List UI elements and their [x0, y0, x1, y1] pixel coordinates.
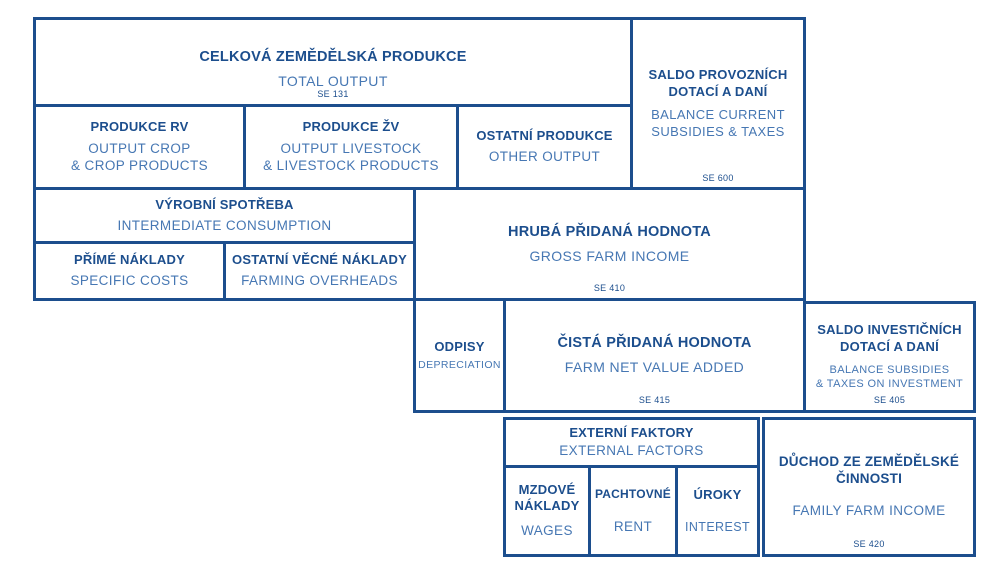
box-title: ČISTÁ PŘIDANÁ HODNOTA — [557, 335, 752, 352]
box-title: SALDO PROVOZNÍCH DOTACÍ A DANÍ — [648, 67, 788, 99]
box-subtitle: BALANCE CURRENT SUBSIDIES & TAXES — [651, 106, 785, 139]
box-depreciation: ODPISY DEPRECIATION — [413, 298, 506, 413]
box-code: SE 415 — [638, 395, 671, 405]
box-rent: PACHTOVNÉ RENT — [588, 465, 678, 557]
box-gross-farm-income: HRUBÁ PŘIDANÁ HODNOTA GROSS FARM INCOME … — [413, 187, 806, 301]
box-title: PRODUKCE ŽV — [302, 119, 400, 135]
box-code: SE 131 — [317, 89, 349, 99]
box-title: MZDOVÉ NÁKLADY — [514, 481, 580, 514]
box-code: SE 600 — [702, 173, 734, 183]
box-specific-costs: PŘÍMÉ NÁKLADY SPECIFIC COSTS — [33, 241, 226, 301]
box-title: ODPISY — [434, 338, 485, 354]
box-subtitle: RENT — [613, 518, 653, 534]
box-title: PRODUKCE RV — [90, 119, 189, 135]
box-title: ÚROKY — [693, 486, 742, 502]
box-subtitle: OTHER OUTPUT — [488, 149, 601, 165]
box-subtitle: GROSS FARM INCOME — [529, 247, 690, 264]
box-wages: MZDOVÉ NÁKLADY WAGES — [503, 465, 591, 557]
box-title: VÝROBNÍ SPOTŘEBA — [155, 196, 294, 212]
box-code: SE 420 — [853, 539, 885, 549]
box-output-livestock: PRODUKCE ŽV OUTPUT LIVESTOCK & LIVESTOCK… — [243, 104, 459, 190]
box-title: PŘÍMÉ NÁKLADY — [74, 252, 185, 268]
box-subtitle: OUTPUT CROP & CROP PRODUCTS — [70, 140, 209, 174]
box-subtitle: OUTPUT LIVESTOCK & LIVESTOCK PRODUCTS — [263, 140, 439, 174]
box-output-crop: PRODUKCE RV OUTPUT CROP & CROP PRODUCTS — [33, 104, 246, 190]
box-code: SE 405 — [873, 395, 906, 405]
box-title: DŮCHOD ZE ZEMĚDĚLSKÉ ČINNOSTI — [778, 454, 960, 487]
box-title: OSTATNÍ PRODUKCE — [476, 128, 613, 144]
box-subtitle: EXTERNAL FACTORS — [559, 443, 704, 459]
box-balance-subsidies-taxes-investment: SALDO INVESTIČNÍCH DOTACÍ A DANÍ BALANCE… — [803, 301, 976, 413]
box-title: HRUBÁ PŘIDANÁ HODNOTA — [508, 223, 711, 240]
box-title: PACHTOVNÉ — [594, 486, 672, 501]
box-subtitle: FARM NET VALUE ADDED — [564, 359, 745, 376]
box-subtitle: SPECIFIC COSTS — [70, 273, 189, 289]
box-other-output: OSTATNÍ PRODUKCE OTHER OUTPUT — [456, 104, 633, 190]
box-farm-net-value-added: ČISTÁ PŘIDANÁ HODNOTA FARM NET VALUE ADD… — [503, 298, 806, 413]
box-title: CELKOVÁ ZEMĚDĚLSKÁ PRODUKCE — [199, 48, 467, 65]
box-total-output: CELKOVÁ ZEMĚDĚLSKÁ PRODUKCE TOTAL OUTPUT… — [33, 17, 633, 107]
box-subtitle: WAGES — [521, 523, 573, 539]
box-subtitle: TOTAL OUTPUT — [278, 72, 388, 89]
box-title: EXTERNÍ FAKTORY — [569, 425, 694, 441]
box-balance-current-subsidies-taxes: SALDO PROVOZNÍCH DOTACÍ A DANÍ BALANCE C… — [630, 17, 806, 191]
box-title: SALDO INVESTIČNÍCH DOTACÍ A DANÍ — [817, 322, 962, 354]
box-subtitle: INTERMEDIATE CONSUMPTION — [117, 217, 332, 233]
box-title: OSTATNÍ VĚCNÉ NÁKLADY — [232, 252, 407, 268]
box-farming-overheads: OSTATNÍ VĚCNÉ NÁKLADY FARMING OVERHEADS — [223, 241, 416, 301]
box-intermediate-consumption: VÝROBNÍ SPOTŘEBA INTERMEDIATE CONSUMPTIO… — [33, 187, 416, 244]
box-external-factors: EXTERNÍ FAKTORY EXTERNAL FACTORS — [503, 417, 760, 468]
box-subtitle: BALANCE SUBSIDIES & TAXES ON INVESTMENT — [815, 363, 964, 391]
box-family-farm-income: DŮCHOD ZE ZEMĚDĚLSKÉ ČINNOSTI FAMILY FAR… — [762, 417, 976, 557]
box-subtitle: DEPRECIATION — [418, 358, 501, 371]
box-subtitle: FAMILY FARM INCOME — [792, 503, 946, 519]
box-subtitle: FARMING OVERHEADS — [241, 273, 398, 289]
box-subtitle: INTEREST — [684, 520, 750, 534]
box-code: SE 410 — [593, 283, 626, 293]
box-interest: ÚROKY INTEREST — [675, 465, 760, 557]
